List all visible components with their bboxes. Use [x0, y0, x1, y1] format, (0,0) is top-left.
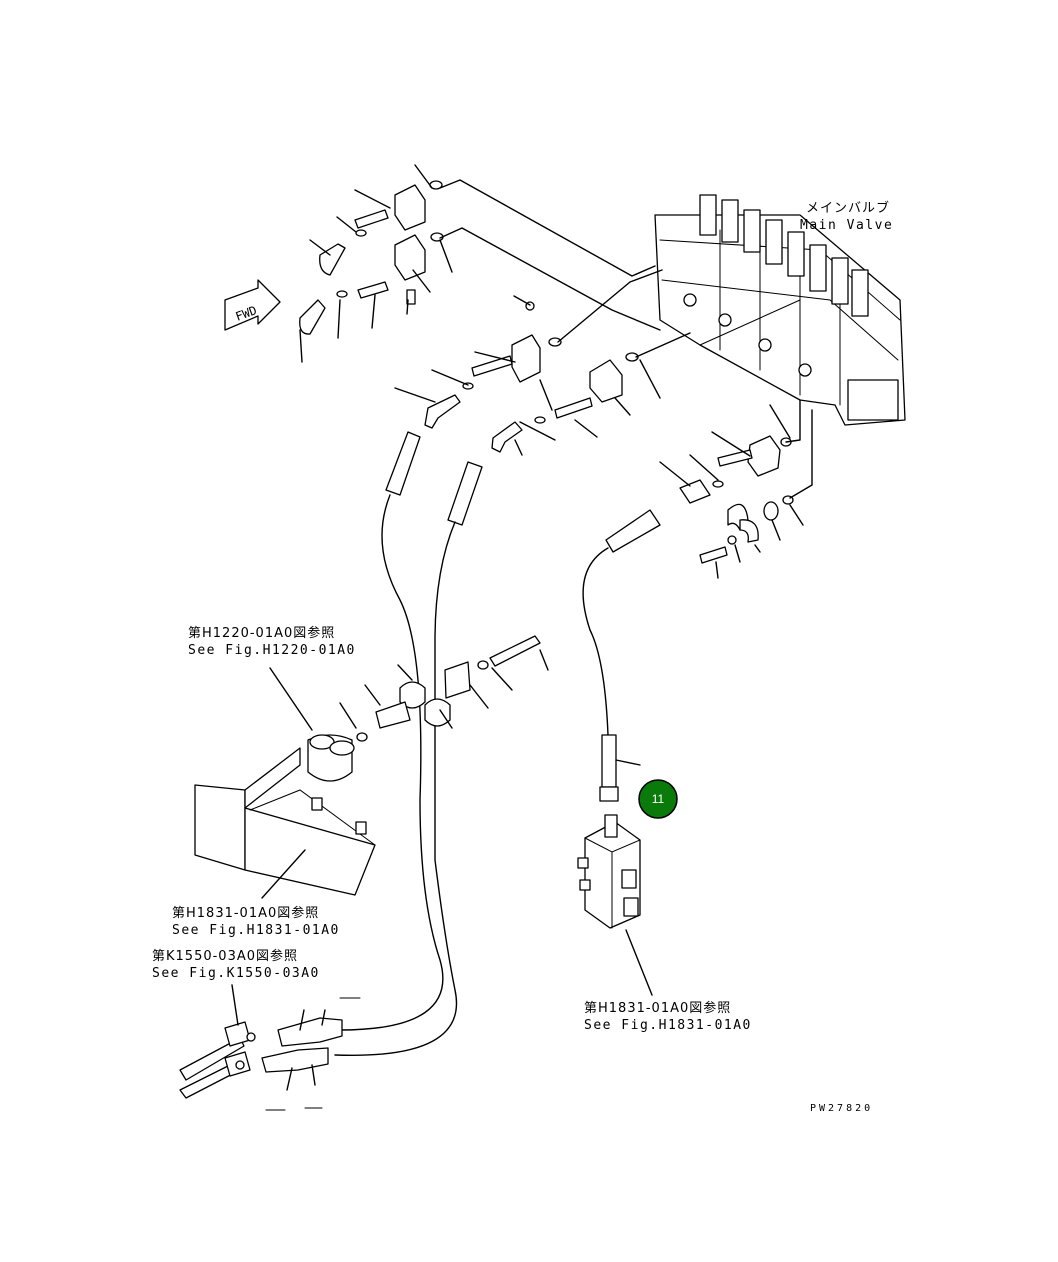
main-valve-assembly: [654, 194, 906, 426]
ref-h1831b-en: See Fig.H1831-01A0: [584, 1018, 752, 1033]
ref-h1220-en: See Fig.H1220-01A0: [188, 643, 356, 658]
hoses: [334, 431, 661, 1057]
main-valve-label-en: Main Valve: [800, 218, 893, 233]
right-fittings: [659, 399, 813, 579]
middle-fittings: [394, 269, 691, 456]
ref-h1220-jp: 第H1220-01A0図参照: [188, 625, 335, 641]
ref-k1550-en: See Fig.K1550-03A0: [152, 966, 320, 981]
svg-text:FWD: FWD: [234, 303, 259, 324]
bottom-left-fittings: [179, 984, 361, 1111]
ref-h1831b-jp: 第H1831-01A0図参照: [584, 1000, 731, 1016]
clamp-parts: [339, 635, 549, 742]
fwd-arrow-icon: FWD: [224, 279, 281, 331]
ref-h1831a-jp: 第H1831-01A0図参照: [172, 905, 319, 921]
ref-h1831a-en: See Fig.H1831-01A0: [172, 923, 340, 938]
upper-fittings: [299, 164, 661, 363]
callout-11-number[interactable]: 11: [652, 792, 665, 806]
small-valve: [577, 814, 653, 996]
ref-k1550-jp: 第K1550-03A0図参照: [152, 948, 298, 964]
callout-11-circle[interactable]: [638, 779, 678, 819]
drawing-code: PW27820: [810, 1103, 873, 1114]
callout-11[interactable]: 11: [638, 779, 678, 819]
main-valve-label-jp: メインバルブ: [806, 200, 890, 216]
bracket-assembly: [194, 667, 376, 899]
